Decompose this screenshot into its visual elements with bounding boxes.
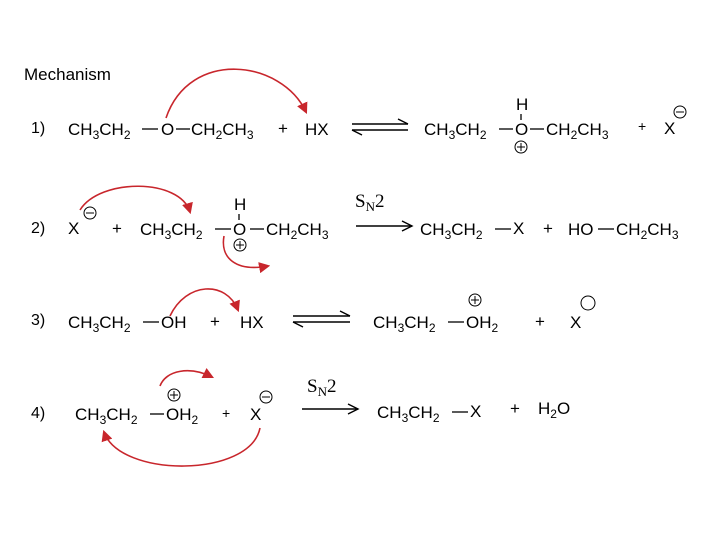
minus-charge-icon <box>83 206 97 220</box>
svg-text:X: X <box>664 119 675 138</box>
step-2-anion: X <box>68 206 97 238</box>
step-2-label: 2) <box>31 220 45 237</box>
step-4-label: 4) <box>31 405 45 422</box>
step-3-hx: HX <box>240 313 264 332</box>
svg-text:CH3CH2: CH3CH2 <box>140 220 203 242</box>
svg-text:X: X <box>513 219 524 238</box>
charge-circle-icon <box>580 295 596 311</box>
svg-text:CH2CH3: CH2CH3 <box>191 120 254 142</box>
svg-text:CH2CH3: CH2CH3 <box>546 120 609 142</box>
svg-text:CH3CH2: CH3CH2 <box>377 403 440 425</box>
step-4-plus: + <box>222 405 230 421</box>
step-3-curved-arrow <box>169 288 240 317</box>
svg-text:OH2: OH2 <box>166 405 199 427</box>
step-4-product-alkyl-halide: CH3CH2 X <box>377 402 481 425</box>
svg-text:X: X <box>570 313 581 332</box>
step-3-label: 3) <box>31 312 45 329</box>
step-2-curved-arrow-attack <box>79 185 193 215</box>
plus-charge-icon <box>468 293 482 307</box>
plus-charge-icon <box>233 238 247 252</box>
step-1-plus-2: + <box>638 118 646 134</box>
step-3-product-oxonium: CH3CH2 OH2 <box>373 293 499 335</box>
step-4-forward-arrow <box>302 403 360 415</box>
step-1-curved-arrow <box>165 68 308 119</box>
minus-charge-icon <box>259 390 273 404</box>
step-2-product-alkyl-halide: CH3CH2 X <box>420 219 524 242</box>
svg-text:CH3CH2: CH3CH2 <box>424 120 487 142</box>
step-1-label: 1) <box>31 120 45 137</box>
step-2-plus-2: + <box>543 219 553 238</box>
svg-text:CH3CH2: CH3CH2 <box>75 405 138 427</box>
svg-text:X: X <box>250 405 261 424</box>
step-2-curved-arrow-leave <box>222 235 271 274</box>
step-4-curved-arrow-attack <box>101 427 261 467</box>
svg-text:CH2CH3: CH2CH3 <box>266 220 329 242</box>
svg-text:OH2: OH2 <box>466 313 499 335</box>
step-1-reactant-ether: CH3CH2 O CH2CH3 <box>68 120 254 142</box>
step-2-forward-arrow <box>356 220 414 232</box>
step-3-equilibrium-arrow <box>292 310 351 328</box>
step-1-anion: X <box>664 105 687 138</box>
svg-text:X: X <box>470 402 481 421</box>
step-3-reactant-ethanol: CH3CH2 OH <box>68 313 187 335</box>
svg-text:CH2CH3: CH2CH3 <box>616 220 679 242</box>
step-2-reactant-oxonium: CH3CH2 O H CH2CH3 <box>140 195 329 252</box>
step-4-sn2-label: SN2 <box>307 376 336 399</box>
svg-text:O: O <box>233 220 246 239</box>
svg-text:CH3CH2: CH3CH2 <box>373 313 436 335</box>
step-4-anion: X <box>250 390 273 424</box>
svg-text:HO: HO <box>568 220 594 239</box>
step-1-hx: HX <box>305 120 329 139</box>
step-3-plus-2: + <box>535 312 545 331</box>
step-2-product-ethanol: HO CH2CH3 <box>568 220 679 242</box>
svg-text:CH3CH2: CH3CH2 <box>420 220 483 242</box>
step-4-curved-arrow-bond <box>159 367 215 387</box>
svg-text:OH: OH <box>161 313 187 332</box>
step-1-equilibrium-arrow <box>351 118 409 136</box>
svg-text:O: O <box>515 120 528 139</box>
step-4-reactant-oxonium: CH3CH2 OH2 <box>75 388 199 427</box>
step-1-product-oxonium: CH3CH2 O H CH2CH3 <box>424 95 609 154</box>
minus-charge-icon <box>673 105 687 119</box>
step-2-plus: + <box>112 219 122 238</box>
svg-text:H: H <box>516 95 528 114</box>
step-4-product-water: H2O <box>538 399 570 421</box>
step-4-plus-2: + <box>510 399 520 418</box>
step-3-anion: X <box>570 295 596 332</box>
step-2-sn2-label: SN2 <box>355 191 384 214</box>
svg-text:CH3CH2: CH3CH2 <box>68 120 131 142</box>
svg-text:X: X <box>68 219 79 238</box>
plus-charge-icon <box>167 388 181 402</box>
step-3-plus: + <box>210 312 220 331</box>
svg-text:O: O <box>161 120 174 139</box>
diagram-title: Mechanism <box>24 65 111 84</box>
svg-text:H: H <box>234 195 246 214</box>
step-1-plus: + <box>278 119 288 138</box>
svg-text:CH3CH2: CH3CH2 <box>68 313 131 335</box>
plus-charge-icon <box>514 140 528 154</box>
